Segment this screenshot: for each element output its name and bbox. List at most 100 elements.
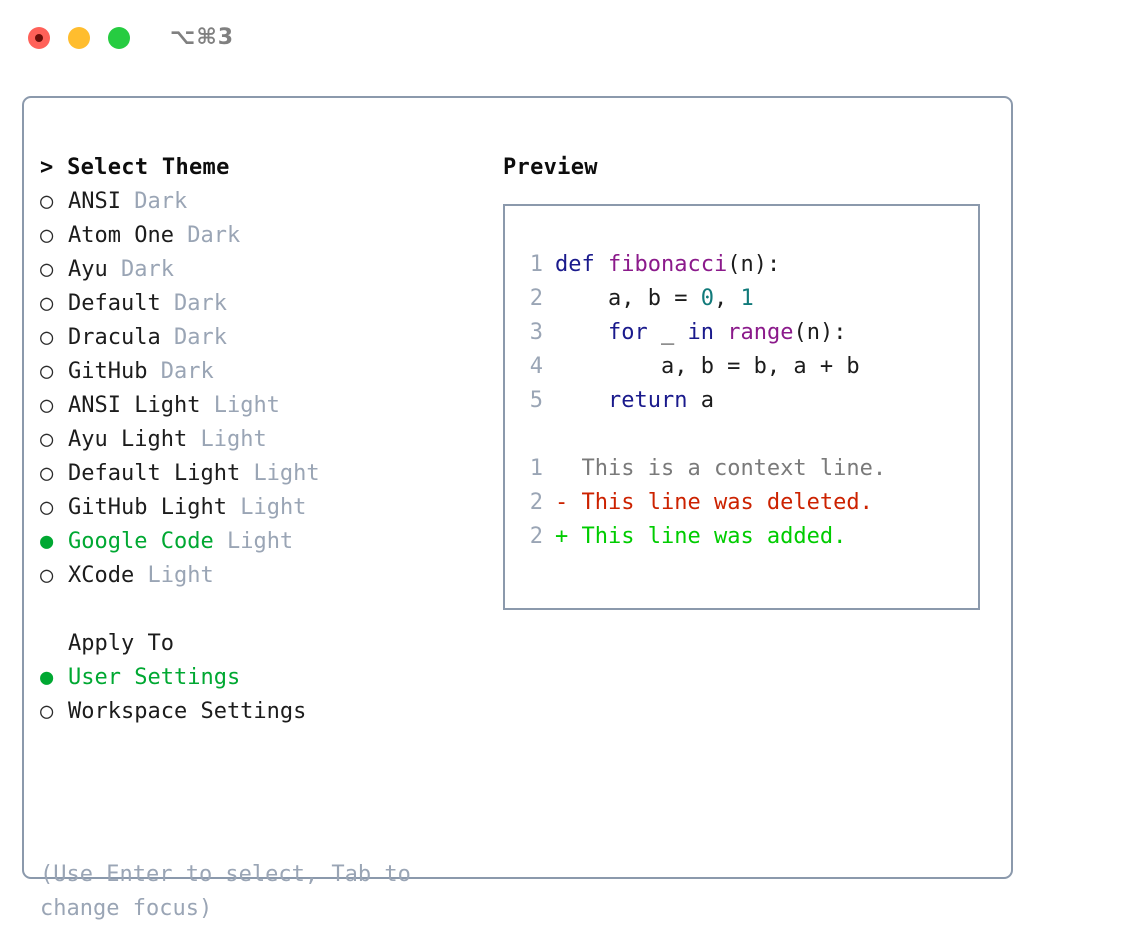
code-token-txt [555, 320, 608, 345]
keyboard-hint: (Use Enter to select, Tab to change focu… [40, 862, 425, 921]
section-spacer [40, 593, 490, 627]
theme-item-label: Atom One [68, 223, 174, 248]
code-line-number: 3 [529, 320, 543, 345]
diff-marker-add: + [555, 524, 582, 549]
diff-line-number: 1 [529, 456, 543, 481]
theme-item-variant: Dark [173, 325, 227, 350]
theme-item-variant: Dark [134, 189, 188, 214]
radio-unselected-icon: ○ [40, 325, 54, 350]
code-token-kw: return [607, 388, 688, 413]
radio-unselected-icon: ○ [40, 359, 54, 384]
diff-lines: 1 This is a context line. 2- This line wa… [517, 452, 967, 554]
theme-item-xcode[interactable]: ○ XCode Light [40, 559, 490, 593]
label-gap [161, 325, 174, 350]
theme-item-variant: Light [253, 461, 320, 486]
theme-item-label: GitHub Light [68, 495, 227, 520]
radio-selected-icon: ● [40, 529, 54, 554]
diff-line-number: 2 [529, 524, 543, 549]
theme-item-github[interactable]: ○GitHub Dark [40, 355, 490, 389]
apply-to-option-user-settings[interactable]: ●User Settings [40, 661, 490, 695]
radio-selected-icon: ● [40, 665, 54, 690]
label-gap [108, 257, 121, 282]
theme-item-variant: Light [240, 495, 307, 520]
radio-unselected-icon: ○ [40, 699, 54, 724]
apply-to-option-workspace-settings[interactable]: ○ Workspace Settings [40, 695, 490, 729]
theme-item-label: ANSI Light [68, 393, 201, 418]
label-gap [121, 189, 134, 214]
code-token-txt: a [687, 388, 714, 413]
radio-unselected-icon: ○ [40, 563, 54, 588]
radio-unselected-icon: ○ [40, 495, 54, 520]
label-gap [187, 427, 200, 452]
diff-text: This line was added. [581, 524, 847, 549]
theme-item-variant: Dark [121, 257, 174, 282]
code-token-num: 0 [700, 286, 714, 311]
select-theme-header: > Select Theme [40, 155, 230, 180]
apply-to-label: Apply To [68, 631, 174, 656]
theme-item-ayu-light[interactable]: ○Ayu Light Light [40, 423, 490, 457]
minimize-window-icon[interactable] [68, 27, 90, 49]
theme-item-label: XCode [68, 563, 135, 588]
diff-text: This is a context line. [581, 456, 887, 481]
label-gap [227, 495, 240, 520]
theme-item-github-light[interactable]: ○ GitHub Light Light [40, 491, 490, 525]
code-line-number: 2 [529, 286, 543, 311]
theme-item-ansi-light[interactable]: ○ ANSI Light Light [40, 389, 490, 423]
theme-selector: > Select Theme ○ANSI Dark○Atom One Dark○… [40, 151, 490, 729]
code-token-txt [714, 320, 727, 345]
maximize-window-icon[interactable] [108, 27, 130, 49]
label-gap [200, 393, 213, 418]
apply-to-option-label: Workspace Settings [68, 699, 307, 724]
theme-item-label: Default [68, 291, 161, 316]
theme-item-ayu[interactable]: ○Ayu Dark [40, 253, 490, 287]
theme-item-label: Dracula [68, 325, 161, 350]
radio-unselected-icon: ○ [40, 461, 54, 486]
code-token-txt: (n): [793, 320, 847, 345]
code-line-number: 4 [529, 354, 543, 379]
theme-item-atom-one[interactable]: ○Atom One Dark [40, 219, 490, 253]
titlebar: ⌥⌘3 [0, 0, 1140, 78]
radio-unselected-icon: ○ [40, 427, 54, 452]
label-gap [174, 223, 187, 248]
radio-unselected-icon: ○ [40, 393, 54, 418]
apply-to-list: ●User Settings ○ Workspace Settings [40, 661, 490, 729]
preview-column: Preview [503, 151, 998, 185]
code-token-num: 1 [740, 286, 754, 311]
main-panel: > Select Theme ○ANSI Dark○Atom One Dark○… [22, 96, 1013, 921]
theme-item-variant: Light [213, 393, 280, 418]
diff-line-ctx: 1 This is a context line. [517, 452, 967, 486]
theme-item-label: Google Code [68, 529, 214, 554]
theme-item-default[interactable]: ○Default Dark [40, 287, 490, 321]
theme-item-dracula[interactable]: ○ Dracula Dark [40, 321, 490, 355]
theme-item-ansi[interactable]: ○ANSI Dark [40, 185, 490, 219]
theme-item-variant: Dark [187, 223, 241, 248]
close-window-icon[interactable] [28, 27, 50, 49]
apply-to-indent [40, 627, 68, 661]
code-line: 2 a, b = 0, 1 [517, 282, 967, 316]
radio-unselected-icon: ○ [40, 257, 54, 282]
code-line-number: 1 [529, 252, 543, 277]
label-gap [161, 291, 174, 316]
theme-item-variant: Dark [160, 359, 214, 384]
window-title: ⌥⌘3 [170, 25, 235, 50]
diff-marker-del: - [555, 490, 582, 515]
theme-item-label: Default Light [68, 461, 241, 486]
code-token-kw: for [607, 320, 648, 345]
theme-item-variant: Light [226, 529, 294, 554]
radio-unselected-icon: ○ [40, 189, 54, 214]
code-diff-spacer [517, 418, 967, 452]
theme-item-variant: Light [200, 427, 267, 452]
theme-item-variant: Light [147, 563, 214, 588]
code-line: 5 return a [517, 384, 967, 418]
theme-item-default-light[interactable]: ○ Default Light Light [40, 457, 490, 491]
close-icon-glyph [35, 34, 43, 42]
code-token-txt: a, b = b, a + b [555, 354, 860, 379]
code-token-fn: range [727, 320, 794, 345]
code-token-txt: , [713, 286, 741, 311]
code-token-txt: a, b = [555, 286, 701, 311]
theme-item-google-code[interactable]: ● Google Code Light [40, 525, 490, 559]
label-gap [214, 529, 227, 554]
